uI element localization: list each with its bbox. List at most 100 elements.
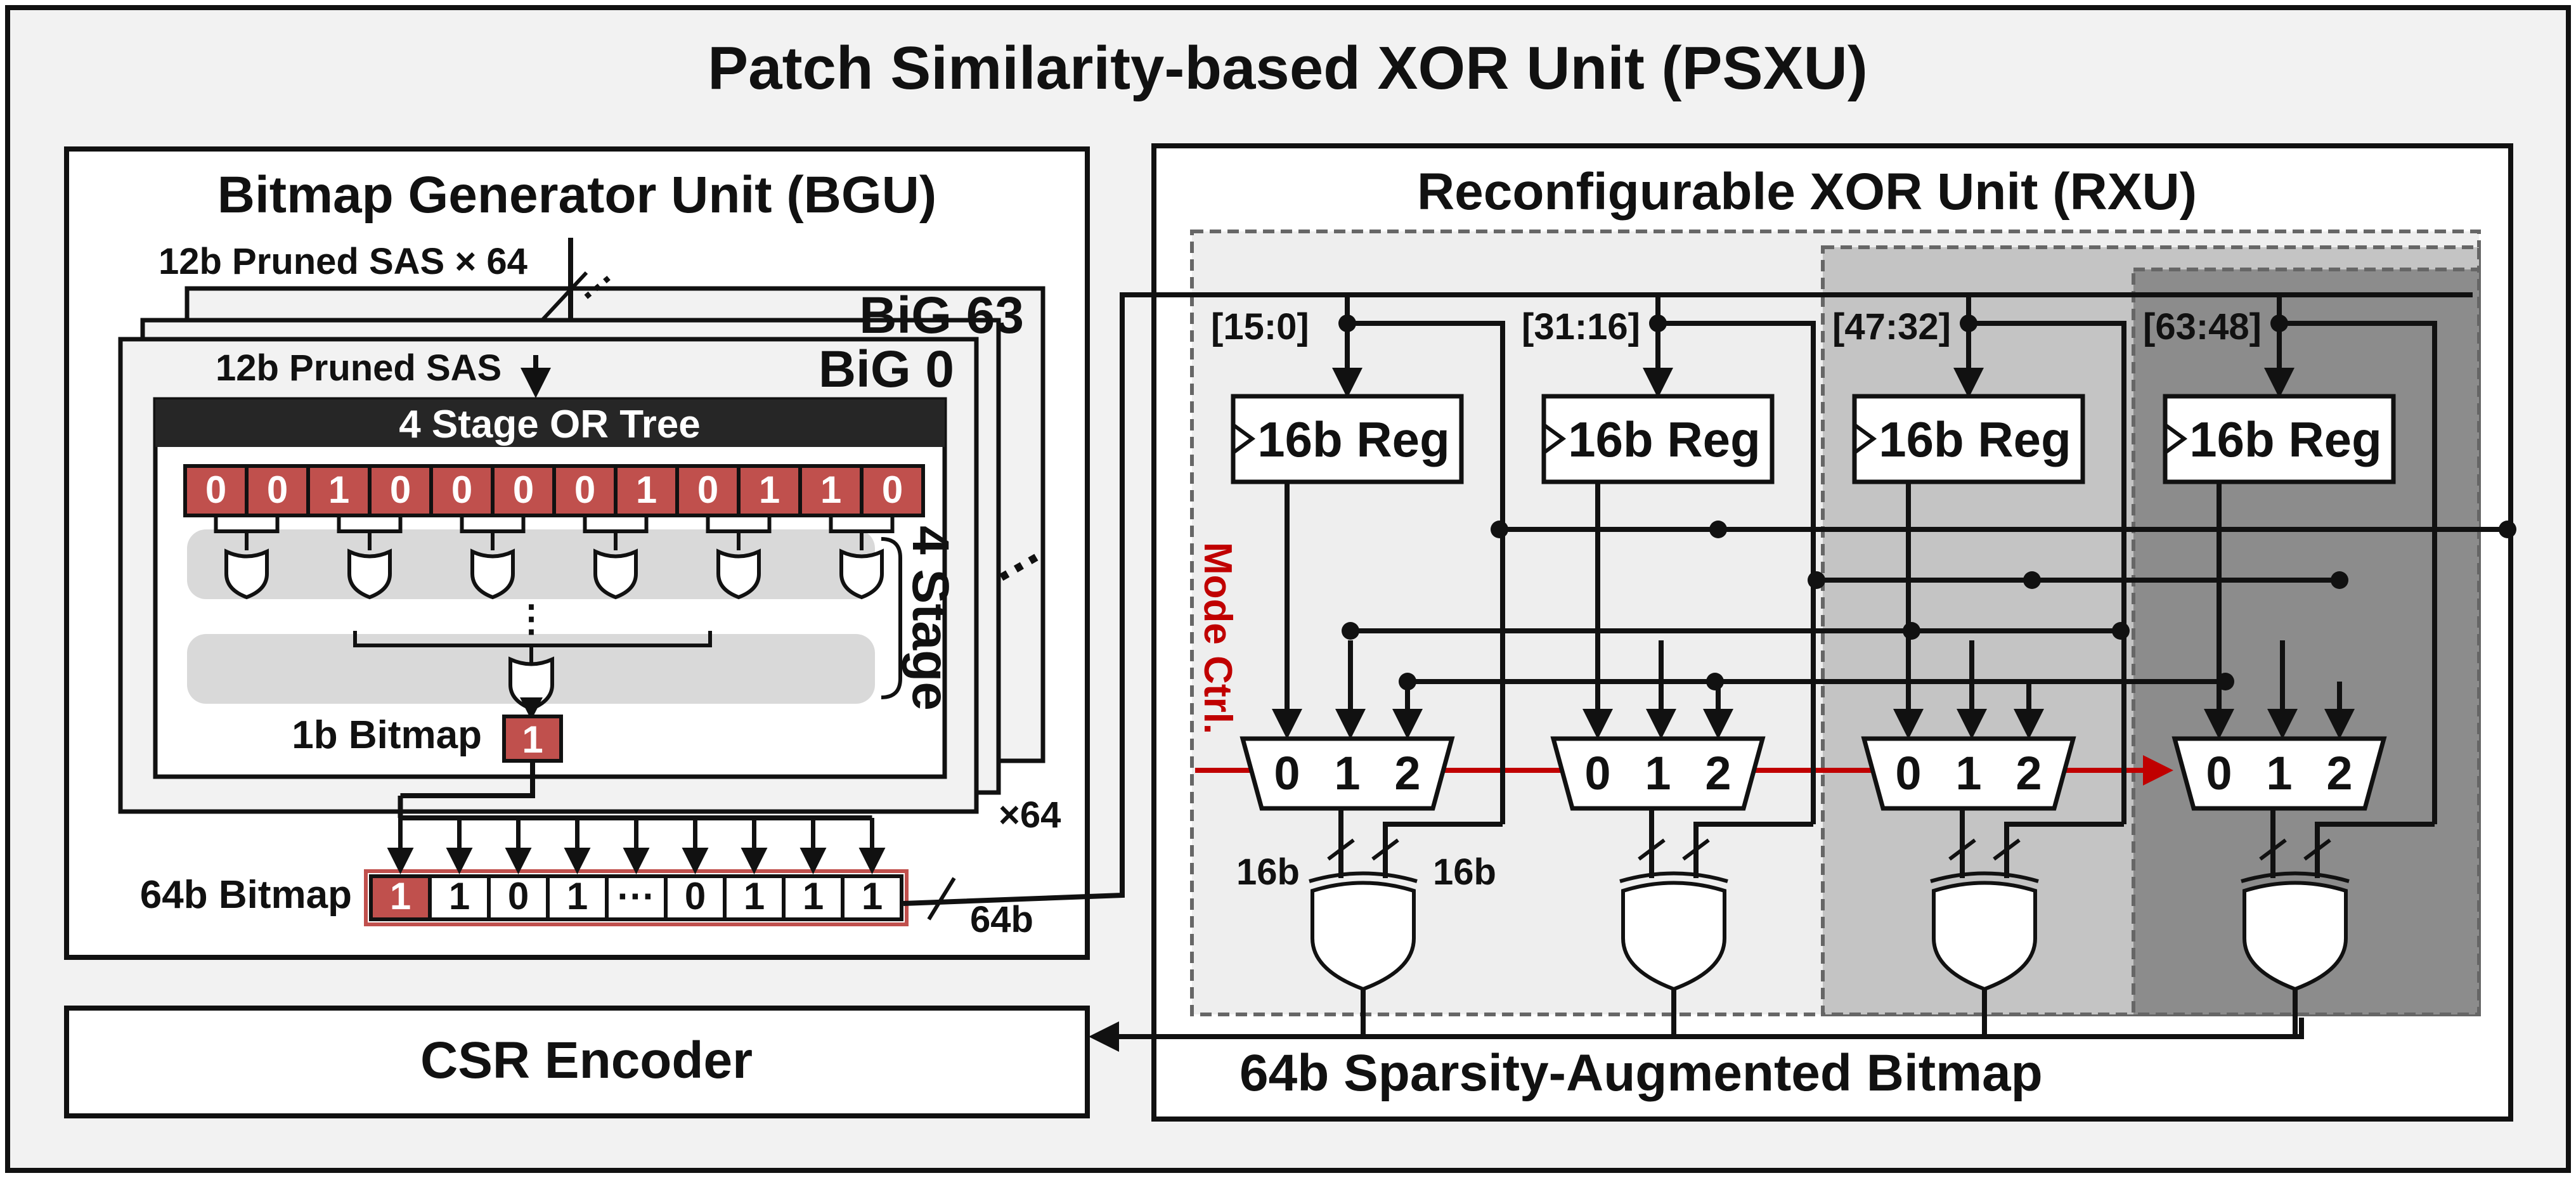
slice-label: [47:32] [1832, 306, 1951, 347]
sas-bit-value: 0 [267, 469, 288, 511]
bitmap-64b-value: 1 [567, 875, 588, 917]
xor-input-slash [1638, 838, 1710, 861]
reg-clock-icon [1232, 423, 1256, 455]
mux [1239, 736, 1455, 811]
bypass-line [1969, 321, 2126, 824]
mux-input-label: 0 [1584, 747, 1610, 799]
sas-bit-cell [552, 464, 618, 517]
times64-label: ×64 [999, 794, 1061, 836]
xor-gate [1311, 881, 1416, 992]
stage-label: 4 Stage [902, 526, 959, 711]
bitmap-bus-slash [927, 877, 956, 921]
bitmap-64b-cell [605, 874, 668, 921]
or-gate [347, 548, 392, 600]
input-sas-label: 12b Pruned SAS × 64 [159, 241, 527, 282]
reg-label: 16b Reg [1257, 411, 1449, 467]
reg-box [1231, 394, 1464, 484]
junction-dot [2112, 622, 2130, 640]
input-bus-slash [540, 271, 588, 322]
bitmap-bus-width: 64b [970, 899, 1033, 940]
mux-input-label: 2 [2326, 747, 2352, 799]
or-tree-bar [155, 399, 945, 447]
mode-ctrl-label: Mode Ctrl. [1196, 542, 1239, 734]
slice-label: [63:48] [2143, 306, 2262, 347]
bitmap-1b-value: 1 [522, 718, 543, 761]
junction-dot [1342, 622, 1359, 640]
xor-bypass-input [2004, 822, 2124, 878]
bitmap-64b-value: 1 [744, 875, 765, 917]
or-gate [593, 548, 638, 600]
csr-encoder-box [64, 1006, 1090, 1118]
bitmap-64b-label: 64b Bitmap [140, 873, 352, 917]
bitmap-64b-value: 1 [390, 875, 411, 917]
csr-encoder-label: CSR Encoder [420, 1032, 753, 1089]
xor-width-right: 16b [1433, 851, 1496, 893]
bitmap-feed-line [400, 761, 535, 798]
xor-bypass-input [1693, 822, 1813, 878]
or-gate [716, 548, 761, 600]
bitmap-64b-cell [782, 874, 845, 921]
sas-bit-cell [860, 464, 925, 517]
bitmap-1b-label: 1b Bitmap [292, 713, 482, 757]
stage-brace [881, 537, 902, 699]
reg-label: 16b Reg [1879, 411, 2071, 467]
sas-bit-value: 0 [574, 469, 595, 511]
xor-gate-arc [1619, 871, 1728, 883]
pruned-sas-label: 12b Pruned SAS [216, 347, 502, 389]
or-tree-label: 4 Stage OR Tree [399, 403, 701, 446]
page-title: Patch Similarity-based XOR Unit (PSXU) [708, 34, 1868, 102]
sas-bit-cell [306, 464, 372, 517]
sas-bit-value: 0 [205, 469, 226, 511]
bitmap-64b-value: ··· [618, 875, 656, 917]
bypass-line [2279, 321, 2437, 824]
sas-bit-value: 1 [820, 469, 841, 511]
xor-bypass-input [2315, 822, 2435, 878]
mux-input-label: 1 [1955, 747, 1981, 799]
or-gate [224, 548, 269, 600]
bitmap-64b-cell [723, 874, 786, 921]
junction-dot [1808, 571, 1825, 589]
xor-gate [1621, 881, 1726, 992]
sas-bit-value: 0 [697, 469, 718, 511]
bitmap-64b-cell [664, 874, 727, 921]
mux-input-label: 0 [1895, 747, 1921, 799]
xor-bypass-input [1383, 822, 1503, 878]
bitmap-64b-value: 1 [862, 875, 883, 917]
stage-bar-1 [187, 529, 875, 599]
bitmap-bus-line [903, 292, 2473, 906]
bitmap-64b-value: 1 [803, 875, 824, 917]
bypass-line [1658, 321, 1816, 824]
reg-box [1852, 394, 2085, 484]
mux-input-label: 2 [1394, 747, 1420, 799]
bitmap-64b-cell [841, 874, 903, 921]
reg-clock-icon [1853, 423, 1877, 455]
sas-bit-value: 0 [451, 469, 472, 511]
xor-gate-arc [1930, 871, 2039, 883]
output-bus-label: 64b Sparsity-Augmented Bitmap [1239, 1044, 2043, 1102]
reg-box [2163, 394, 2396, 484]
big-0-label: BiG 0 [819, 340, 954, 398]
bitmap-64b-value: 0 [508, 875, 529, 917]
mux-input-label: 0 [2206, 747, 2232, 799]
final-or-gate [508, 656, 554, 711]
mux-input-label: 0 [1274, 747, 1300, 799]
reg-label: 16b Reg [2189, 411, 2381, 467]
mux-input-label: 2 [2016, 747, 2042, 799]
bgu-title: Bitmap Generator Unit (BGU) [217, 166, 936, 224]
output-bus-line [1089, 1018, 2304, 1052]
junction-dot [2331, 571, 2348, 589]
sas-bit-value: 1 [328, 469, 349, 511]
sas-bit-value: 0 [513, 469, 534, 511]
mux-input-label: 1 [1645, 747, 1671, 799]
sas-bit-value: 1 [759, 469, 780, 511]
bitmap-64b-cell [546, 874, 609, 921]
bitmap-64b-value: 1 [449, 875, 470, 917]
bitmap-64b-value: 0 [685, 875, 706, 917]
mux-input-label: 2 [1705, 747, 1731, 799]
junction-dot [1399, 673, 1416, 690]
junction-dot [1706, 673, 1724, 690]
